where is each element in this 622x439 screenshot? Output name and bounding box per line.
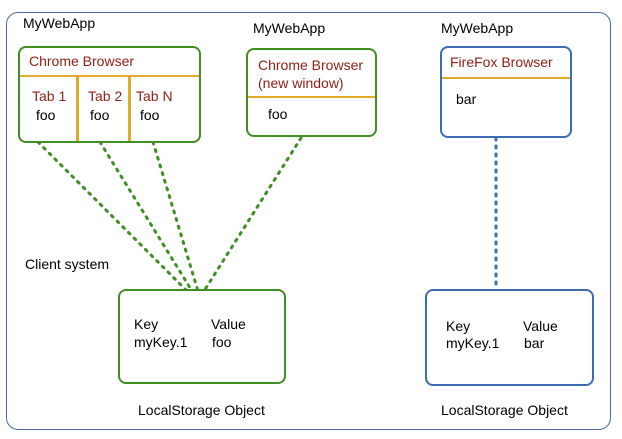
connector-tab2-to-storage [98,140,194,293]
storage-key-chrome: myKey.1 [134,334,188,350]
storage-caption-firefox: LocalStorage Object [441,402,568,418]
client-system-label: Client system [25,256,110,272]
connector-tabn-to-storage [151,140,200,293]
storage-value-header-firefox: Value [523,318,558,334]
firefox-browser-title: FireFox Browser [450,54,553,70]
tab-title-n: Tab N [136,88,173,104]
storage-value-chrome: foo [212,334,232,350]
tab-title-2: Tab 2 [88,88,123,104]
firefox-browser-box: FireFox Browser bar [440,46,572,138]
chrome-storage-box: Key Value myKey.1 foo [118,289,286,384]
chrome-window-box: Chrome Browser (new window) foo [246,48,377,137]
storage-value-firefox: bar [524,335,545,351]
app-label-chrome-window: MyWebApp [253,20,326,36]
connector-tab1-to-storage [36,140,189,293]
tab-title-1: Tab 1 [32,88,67,104]
app-label-firefox: MyWebApp [441,20,514,36]
chrome-browser-box: Chrome Browser Tab 1 foo Tab 2 foo Tab N… [18,46,201,143]
app-label-chrome: MyWebApp [23,15,96,31]
chrome-window-title-line1: Chrome Browser [258,57,364,73]
chrome-window-header: Chrome Browser (new window) [248,50,375,98]
firefox-browser-header: FireFox Browser [442,48,570,79]
storage-value-header-chrome: Value [211,316,246,332]
chrome-window-title-line2: (new window) [258,75,344,91]
chrome-browser-header: Chrome Browser [20,48,199,77]
tab-value-1: foo [36,107,56,123]
storage-key-firefox: myKey.1 [446,335,500,351]
tab-value-2: foo [90,107,110,123]
tab-divider-1 [76,75,79,141]
storage-key-header-firefox: Key [446,318,471,334]
chrome-browser-title: Chrome Browser [29,53,135,69]
storage-caption-chrome: LocalStorage Object [138,402,265,418]
firefox-value: bar [456,91,477,107]
firefox-storage-box: Key Value myKey.1 bar [425,289,594,386]
client-system-frame [6,12,611,430]
connector-chrome-window-to-storage [202,136,303,293]
storage-key-header-chrome: Key [134,316,159,332]
chrome-window-value: foo [268,106,288,122]
tab-value-n: foo [140,107,160,123]
tab-divider-2 [128,75,131,141]
